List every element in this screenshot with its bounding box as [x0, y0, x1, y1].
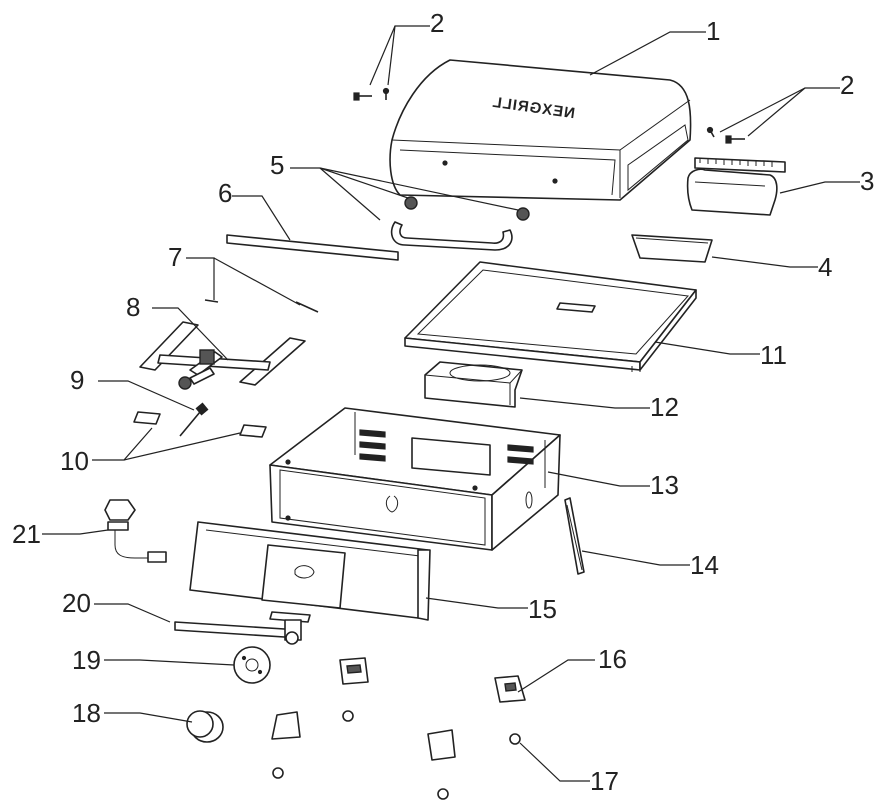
part-foot-right — [494, 675, 526, 703]
part-side-strap — [564, 497, 585, 575]
callout-5: 5 — [270, 150, 284, 180]
callout-labels: 1 2 2 3 4 5 6 7 8 9 10 11 12 13 14 15 16… — [12, 8, 874, 796]
leader-lines — [42, 25, 860, 782]
callout-7: 7 — [168, 242, 182, 272]
callout-17: 17 — [590, 766, 619, 796]
part-grease-cup — [631, 234, 713, 263]
callout-15: 15 — [528, 594, 557, 624]
callout-9: 9 — [70, 365, 84, 395]
part-burner — [139, 321, 306, 390]
part-firebox-insert — [424, 361, 523, 408]
part-gas-valve — [174, 611, 311, 645]
callout-13: 13 — [650, 470, 679, 500]
callout-14: 14 — [690, 550, 719, 580]
callout-8: 8 — [126, 292, 140, 322]
callout-21: 21 — [12, 519, 41, 549]
callout-12: 12 — [650, 392, 679, 422]
callout-6: 6 — [218, 178, 232, 208]
part-front-panel — [189, 521, 431, 621]
part-griddle-plate — [404, 261, 697, 372]
part-base-frame — [269, 407, 561, 551]
part-knob-bezel — [233, 646, 271, 684]
part-grease-tray-holder — [686, 157, 786, 216]
part-feet — [271, 657, 456, 761]
callout-3: 3 — [860, 166, 874, 196]
callout-4: 4 — [818, 252, 832, 282]
callout-2b: 2 — [840, 70, 854, 100]
part-screws-right — [706, 126, 745, 144]
callout-18: 18 — [72, 698, 101, 728]
callout-19: 19 — [72, 645, 101, 675]
part-side-bar — [226, 234, 399, 261]
callout-1: 1 — [706, 16, 720, 46]
part-screws-left — [353, 87, 390, 101]
callout-2a: 2 — [430, 8, 444, 38]
part-regulator — [104, 499, 167, 563]
part-control-knob — [186, 710, 224, 743]
part-handle — [390, 196, 530, 251]
part-igniter-electrode — [179, 402, 209, 437]
part-pins — [204, 299, 319, 313]
part-lid: NEXGRILL — [389, 59, 692, 201]
part-clips — [133, 411, 267, 438]
callout-20: 20 — [62, 588, 91, 618]
callout-10: 10 — [60, 446, 89, 476]
callout-11: 11 — [760, 340, 787, 370]
part-nuts — [272, 710, 521, 800]
callout-16: 16 — [598, 644, 627, 674]
